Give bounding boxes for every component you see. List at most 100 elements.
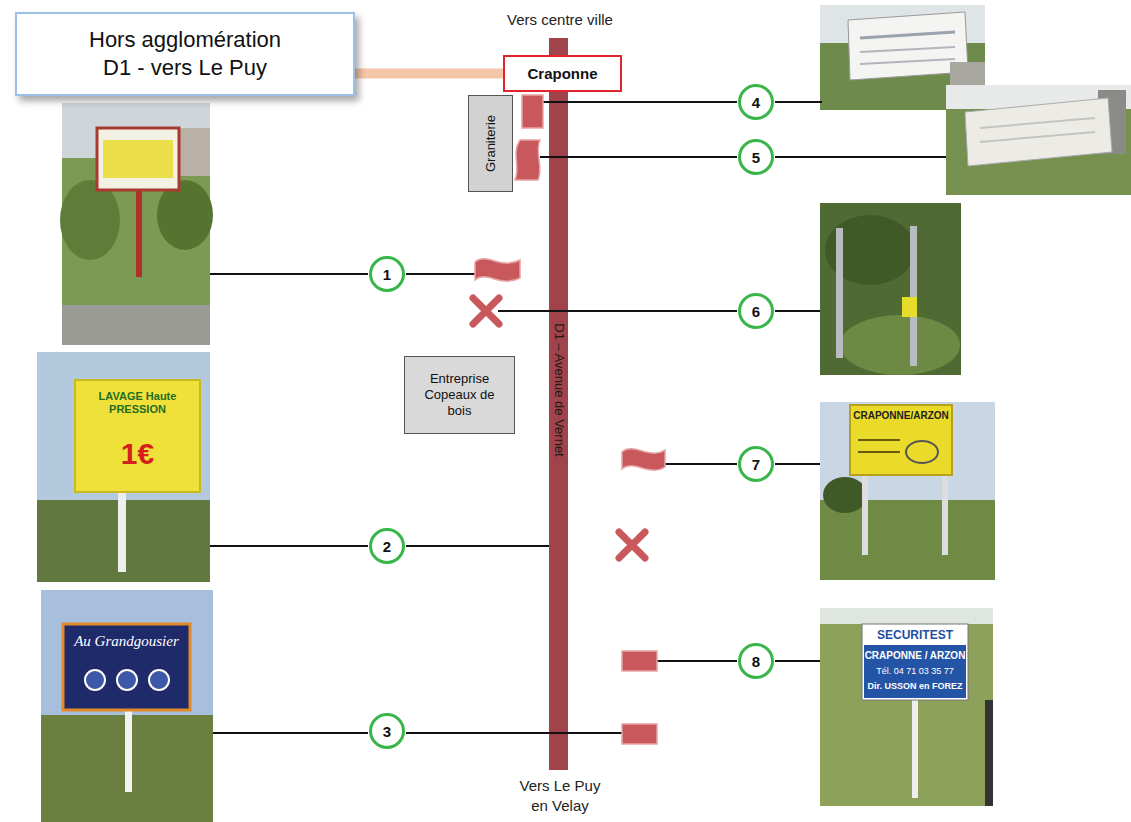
sign-board	[63, 624, 190, 710]
sign-board	[75, 380, 200, 492]
sign-price: 1€	[80, 436, 195, 472]
sign-photo	[41, 590, 213, 822]
leader-line	[406, 732, 622, 734]
leader-line	[775, 156, 946, 158]
callout-circle: 2	[369, 528, 405, 564]
road	[549, 38, 568, 770]
sign-symbol	[522, 95, 543, 128]
sign-post	[862, 470, 868, 555]
sign-board	[850, 405, 952, 475]
sign-text: LAVAGE Haute PRESSION	[80, 390, 195, 416]
sign-line	[858, 439, 900, 441]
leader-line	[657, 660, 737, 662]
sign-line	[980, 132, 1095, 142]
sign-icon	[149, 670, 169, 690]
photo-sky	[820, 608, 993, 624]
sign-icon	[117, 670, 137, 690]
leader-line	[213, 732, 368, 734]
road-name: D1 – Avenue de Vernet	[551, 323, 567, 456]
callout-circle: 7	[738, 446, 774, 482]
leader-lines	[210, 102, 946, 733]
sign-post	[912, 698, 918, 798]
building-box: Entreprise Copeaux de bois	[404, 356, 515, 434]
cross-symbol	[619, 532, 645, 558]
sign-line	[860, 47, 955, 52]
callout-number: 6	[752, 303, 760, 320]
sign-photo	[60, 103, 213, 345]
sign-post	[136, 185, 142, 277]
sign-line	[860, 32, 955, 38]
post	[910, 226, 917, 366]
callout-circle: 6	[738, 293, 774, 329]
connector-line	[355, 69, 503, 79]
sign-photo	[820, 608, 993, 806]
sign-photo	[946, 85, 1131, 195]
sign-photo	[820, 402, 995, 580]
flag-symbol	[515, 140, 540, 180]
sign-post	[118, 488, 126, 572]
leader-line	[775, 660, 820, 662]
callout-number: 3	[383, 723, 391, 740]
callout-number: 1	[383, 266, 391, 283]
direction-label: Vers centre ville	[470, 11, 650, 29]
foliage	[840, 315, 960, 375]
flag-symbol	[622, 449, 665, 470]
sign-line	[860, 59, 955, 64]
building-name: Graniterie	[483, 115, 498, 172]
sign-post	[125, 708, 132, 792]
sign-board	[965, 98, 1112, 166]
sign-panel	[864, 645, 966, 698]
sign-board	[862, 624, 968, 700]
sign-symbol	[622, 651, 657, 671]
callout-number: 4	[752, 94, 760, 111]
foliage	[60, 180, 120, 260]
callout-circle: 1	[369, 256, 405, 292]
town-box: Craponne	[503, 55, 622, 92]
location-text: Hors agglomération D1 - vers Le Puy	[81, 26, 289, 82]
sign-text: CRAPONNE / ARZON	[864, 650, 966, 662]
sign-line	[858, 451, 900, 453]
location-box: Hors agglomération D1 - vers Le Puy	[15, 12, 355, 96]
sign-post	[942, 470, 948, 555]
leader-line	[406, 273, 475, 275]
photo-sky	[820, 402, 995, 580]
leader-line	[540, 156, 737, 158]
leader-line	[210, 545, 368, 547]
callout-circle: 3	[369, 713, 405, 749]
connector-band	[355, 73, 503, 74]
callout-circle: 4	[738, 84, 774, 120]
sign-line	[980, 118, 1095, 128]
sign-symbol	[622, 724, 657, 744]
direction-label: Vers Le Puy en Velay	[510, 776, 610, 816]
town-name: Craponne	[527, 65, 597, 82]
sign-text: Dir. USSON en FOREZ	[864, 681, 966, 692]
sign-board	[97, 128, 179, 190]
callout-number: 8	[752, 653, 760, 670]
sign-icon	[85, 670, 105, 690]
sign-text: SECURITEST	[864, 628, 966, 642]
photo-sky	[41, 590, 213, 822]
leader-line	[406, 545, 549, 547]
small-sign	[902, 297, 917, 317]
photo-ground	[820, 608, 993, 806]
sign-panel	[103, 140, 173, 178]
leader-line	[775, 101, 822, 103]
sign-photo	[37, 352, 210, 582]
post	[985, 700, 993, 806]
post	[836, 228, 843, 358]
sign-text: Tél. 04 71 03 35 77	[864, 666, 966, 677]
cross-symbol	[473, 298, 499, 324]
sign-logo	[906, 441, 938, 463]
callout-number: 2	[383, 538, 391, 555]
leader-line	[775, 310, 820, 312]
tree	[823, 477, 867, 513]
callout-circle: 8	[738, 643, 774, 679]
building-box: Graniterie	[468, 95, 513, 192]
photo-sky	[37, 352, 210, 582]
photo-ground	[820, 203, 961, 375]
callout-number: 5	[752, 149, 760, 166]
road-surface	[62, 305, 210, 345]
leader-line	[210, 273, 368, 275]
callout-circle: 5	[738, 139, 774, 175]
